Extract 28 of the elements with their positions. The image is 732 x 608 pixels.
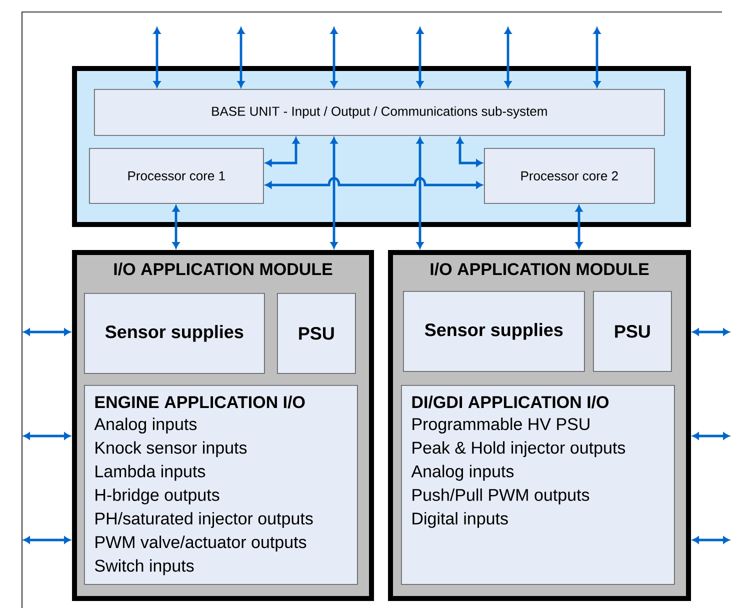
- double-arrow: [692, 328, 730, 336]
- subsystem-box: BASE UNIT - Input / Output / Communications sub-system: [94, 89, 665, 136]
- double-arrow: [172, 205, 180, 249]
- double-arrow: [23, 432, 71, 440]
- double-arrow: [692, 536, 730, 544]
- double-arrow: [416, 27, 424, 88]
- psu-box: PSU: [593, 291, 672, 372]
- double-arrow: [575, 205, 583, 249]
- double-arrow: [504, 27, 512, 88]
- double-arrow: [237, 27, 245, 88]
- io-list-box: DI/GDI APPLICATION I/O Programmable HV PSU Peak & Hold injector outputs Analog inputs Push/Pull PWM outputs Digital inputs: [401, 385, 675, 585]
- processor-box: Processor core 2: [484, 148, 655, 204]
- double-arrow: [416, 137, 424, 249]
- double-arrow: [330, 27, 338, 88]
- double-arrow: [23, 536, 71, 544]
- double-arrow: [593, 27, 601, 88]
- double-arrow: [456, 137, 483, 167]
- double-arrow: [265, 137, 300, 167]
- io-list-box: ENGINE APPLICATION I/O Analog inputs Knock sensor inputs Lambda inputs H-bridge outputs PH/saturated injector outputs PWM valve/actuator outputs Switch inputs: [84, 385, 358, 585]
- sensor-supply-box: Sensor supplies: [403, 291, 585, 372]
- double-arrow: [265, 177, 483, 189]
- sensor-supply-box: Sensor supplies: [84, 293, 265, 374]
- psu-box: PSU: [277, 293, 356, 374]
- double-arrow: [330, 137, 338, 249]
- double-arrow: [692, 432, 730, 440]
- processor-box: Processor core 1: [89, 148, 264, 204]
- double-arrow: [23, 328, 71, 336]
- double-arrow: [153, 27, 161, 88]
